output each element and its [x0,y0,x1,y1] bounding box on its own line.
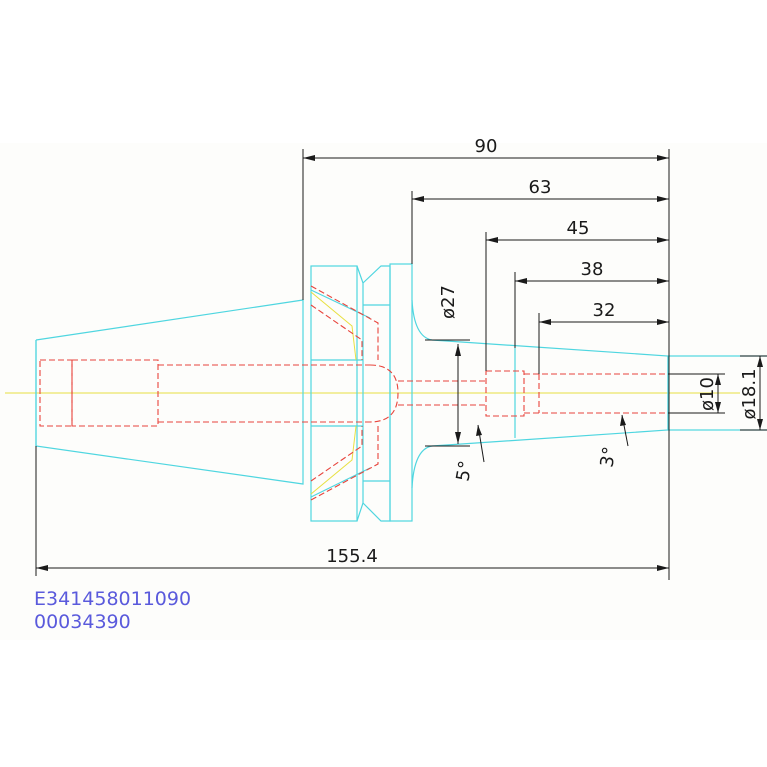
dim-63: 63 [529,177,552,198]
collet-nose [411,299,767,489]
dimension-lines [35,149,767,580]
dim-dia10: ø10 [697,377,718,411]
drawing-sheet [0,143,767,640]
flange-body [310,263,413,522]
dim-32: 32 [593,300,616,321]
dim-angle-5: 5° [452,459,476,483]
dim-45: 45 [567,218,590,239]
part-number: E341458011090 [34,588,191,610]
dim-155-4: 155.4 [326,546,378,567]
flange-hints [310,291,357,495]
dim-90: 90 [475,136,498,157]
taper-shank [35,299,304,485]
dim-38: 38 [581,259,604,280]
dim-dia27: ø27 [438,285,459,319]
dim-angle-3: 3° [596,445,620,469]
order-number: 00034390 [34,611,131,633]
dim-dia18-1: ø18.1 [739,368,760,419]
internal-bores [39,285,668,501]
